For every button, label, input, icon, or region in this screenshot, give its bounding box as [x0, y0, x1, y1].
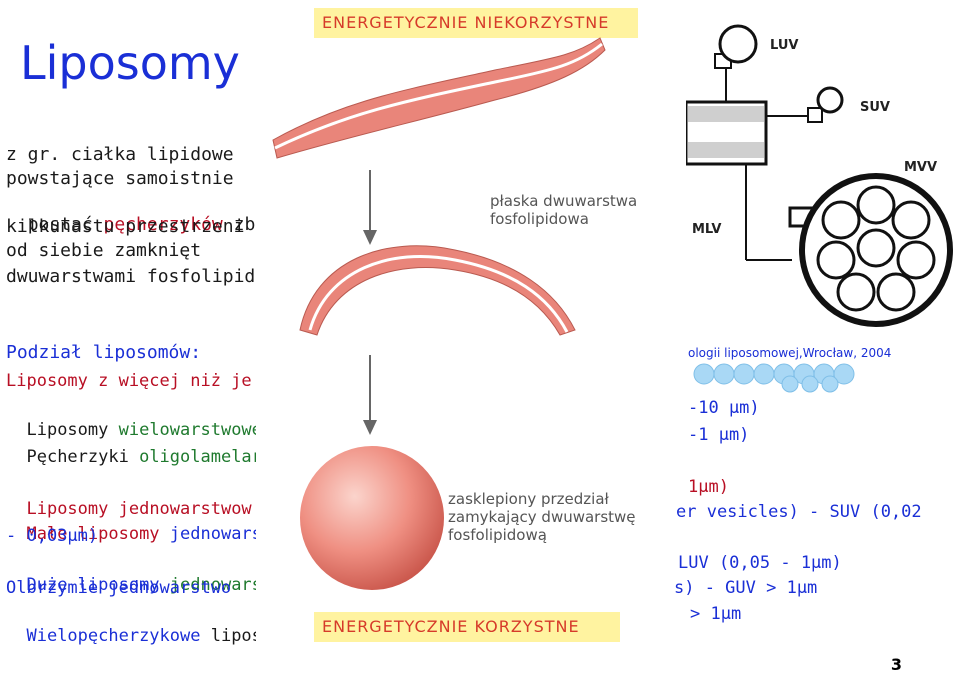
label-closed-line-1: zasklepiony przedział	[448, 490, 609, 508]
class-row-9-right: > 1µm	[690, 604, 742, 624]
label-closed-line-2: zamykający dwuwarstwę	[448, 508, 636, 526]
class-row-7: Duże liposomy jednowars	[6, 552, 256, 596]
class-row-5a: Małe liposomy	[26, 524, 170, 544]
class-row-8-right: s) - GUV > 1µm	[674, 578, 818, 598]
label-closed-compartment: zasklepiony przedział zamykający dwuwars…	[448, 490, 636, 544]
source-citation: ologii liposomowej,Wrocław, 2004	[688, 346, 892, 360]
label-closed-line-3: fosfolipidową	[448, 526, 547, 544]
banner-unfavorable: ENERGETYCZNIE NIEKORZYSTNE	[314, 8, 638, 38]
class-row-5: Małe liposomy jednowars	[6, 501, 256, 545]
suv-vesicle	[766, 86, 844, 123]
arrow-down-icon	[363, 170, 377, 245]
label-luv: LUV	[770, 38, 799, 53]
intro-line-6: dwuwarstwami fosfolipid	[6, 266, 256, 287]
luv-vesicle	[714, 24, 758, 102]
intro-line-3a: postać	[27, 214, 104, 235]
intro-highlight-pecherzykow: pęcherzyków	[103, 214, 223, 235]
class-row-6: - 0,03µm)	[6, 526, 99, 546]
closed-vesicle-sphere	[300, 446, 444, 590]
membrane-diagram	[272, 37, 606, 590]
class-row-9: Wielopęcherzykowe lipos	[6, 603, 256, 647]
class-row-2b: wielowarstwowe	[118, 420, 256, 440]
intro-line-4: kilkunastu przestrzeni	[6, 216, 245, 237]
intro-line-5: od siebie zamknięt	[6, 240, 202, 261]
intro-line-1: z gr. ciałka lipidowe	[6, 144, 234, 165]
class-row-3a: Pęcherzyki	[26, 447, 140, 467]
bilayer-detail	[686, 100, 768, 166]
class-row-4b: jednowarstwow	[118, 499, 252, 519]
section-heading: Podział liposomów:	[6, 342, 202, 363]
curved-bilayer-shape	[299, 245, 576, 336]
label-flat-line-2: fosfolipidowa	[490, 210, 589, 228]
class-row-5-right: er vesicles) - SUV (0,02	[676, 502, 922, 522]
intro-line-3: postać pęcherzyków zbu	[6, 192, 256, 236]
vesicle-types-diagram	[686, 24, 953, 327]
class-row-2: Liposomy wielowarstwowe	[6, 397, 256, 441]
class-row-9a: Wielopęcherzykowe	[26, 626, 211, 646]
label-mlv: MLV	[692, 222, 722, 237]
class-row-2-right: -10 µm)	[688, 398, 760, 418]
page-number: 3	[890, 655, 902, 674]
intro-line-2: powstające samoistnie	[6, 168, 234, 189]
class-row-3-right: -1 µm)	[688, 425, 750, 445]
class-row-1: Liposomy z więcej niż je	[6, 371, 252, 391]
class-row-7-right: LUV (0,05 - 1µm)	[678, 553, 842, 573]
mvv-vesicle	[799, 173, 953, 327]
mlv-vesicle	[745, 164, 814, 261]
label-flat-bilayer: płaska dwuwarstwa fosfolipidowa	[490, 192, 637, 228]
page-title: Liposomy	[20, 36, 240, 90]
class-row-2a: Liposomy	[26, 420, 119, 440]
label-flat-line-1: płaska dwuwarstwa	[490, 192, 638, 210]
class-row-7b: jednowars	[169, 575, 256, 595]
class-row-3b: oligolamelarn	[139, 447, 256, 467]
banner-favorable: ENERGETYCZNIE KORZYSTNE	[314, 612, 620, 642]
intro-line-3c: zbu	[233, 214, 256, 235]
class-row-4-right: 1µm)	[688, 477, 729, 497]
class-row-5b: jednowars	[169, 524, 256, 544]
class-row-8: Olbrzymie jednowarstwo	[6, 578, 232, 598]
class-row-4a: Liposomy	[26, 499, 119, 519]
label-suv: SUV	[860, 100, 890, 115]
label-mvv: MVV	[904, 160, 938, 175]
class-row-7a: Duże liposomy	[26, 575, 170, 595]
class-row-9b: lipos	[210, 626, 256, 646]
flat-bilayer-shape	[272, 37, 606, 159]
class-row-3: Pęcherzyki oligolamelarn	[6, 424, 256, 468]
bilayer-beads-decor	[693, 363, 855, 393]
class-row-4: Liposomy jednowarstwow	[6, 476, 256, 520]
arrow-down-icon	[363, 355, 377, 435]
